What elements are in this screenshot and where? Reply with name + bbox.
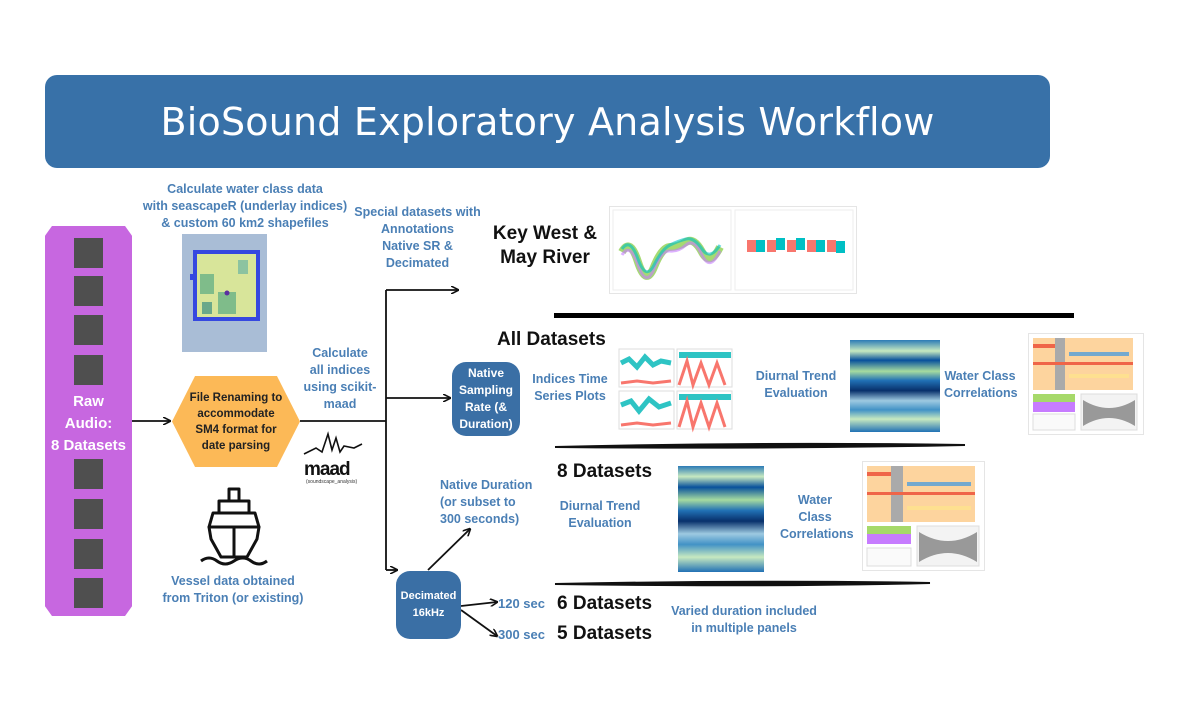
raw-audio-label: Raw Audio: 8 Datasets <box>50 393 127 454</box>
water-class-correlations-label-2: Water Class Correlations <box>780 493 854 541</box>
indices-time-series-label: Indices Time Series Plots <box>532 372 608 403</box>
film-hole <box>74 238 103 268</box>
water-class-correlations-thumbnail-2 <box>862 461 985 571</box>
scatter-boxplot-thumbnail <box>612 209 854 291</box>
maad-logo: maad (soundscape_analysis) <box>302 428 368 485</box>
film-hole <box>74 355 103 385</box>
film-hole <box>74 539 103 569</box>
arrow-to-300 <box>460 609 497 636</box>
special-datasets-text: Special datasets with Annotations Native… <box>354 205 481 270</box>
six-datasets-heading: 6 Datasets <box>557 593 653 614</box>
arrow-to-120 <box>460 602 497 607</box>
decimated-16khz-box: Decimated 16kHz <box>396 571 461 639</box>
arrow-decimated-to-native-duration <box>427 529 470 571</box>
vessel-text: Vessel data obtained from Triton (or exi… <box>162 574 304 605</box>
water-class-correlations-thumbnail-1 <box>1028 333 1144 435</box>
water-class-map <box>182 234 267 352</box>
film-hole <box>74 459 103 489</box>
file-renaming-step: File Renaming to accommodate SM4 format … <box>172 376 300 467</box>
native-sampling-rate-box: Native Sampling Rate (& Duration) <box>452 362 520 436</box>
correlation-grid-thumbnail <box>1032 338 1138 431</box>
label-120-sec: 120 sec <box>498 596 545 611</box>
page-title: BioSound Exploratory Analysis Workflow <box>160 99 935 144</box>
all-datasets-heading: All Datasets <box>497 329 606 350</box>
diurnal-trend-label-1: Diurnal Trend Evaluation <box>755 369 837 400</box>
water-class-correlations-label-1: Water Class Correlations <box>944 369 1018 400</box>
key-west-plots-thumbnail <box>609 206 857 294</box>
eight-datasets-heading: 8 Datasets <box>557 461 653 482</box>
divider-1 <box>554 313 1074 318</box>
diurnal-heatmap-thumbnail-1 <box>850 340 940 432</box>
native-duration-text: Native Duration (or subset to 300 second… <box>440 478 533 526</box>
film-hole <box>74 499 103 529</box>
divider-3 <box>554 580 931 587</box>
film-hole <box>74 578 103 608</box>
divider-2 <box>554 442 966 449</box>
film-hole <box>74 276 103 306</box>
raw-audio-filmstrip: Raw Audio: 8 Datasets <box>45 226 132 616</box>
shapefile-map-icon <box>190 250 260 321</box>
film-hole <box>74 315 103 345</box>
indices-time-series-thumbnail <box>617 341 747 434</box>
varied-duration-text: Varied duration included in multiple pan… <box>671 604 817 635</box>
key-west-heading: Key West & May River <box>492 223 598 268</box>
label-300-sec: 300 sec <box>498 627 545 642</box>
correlation-grid-thumbnail <box>866 466 980 567</box>
time-series-thumbnail <box>618 348 733 433</box>
five-datasets-heading: 5 Datasets <box>557 623 653 644</box>
water-class-text: Calculate water class data with seascape… <box>142 182 348 230</box>
indices-calc-text: Calculate all indices using scikit- maad <box>303 346 377 411</box>
diurnal-heatmap-thumbnail-2 <box>678 466 764 572</box>
title-banner: BioSound Exploratory Analysis Workflow <box>45 75 1050 168</box>
ship-icon <box>199 487 269 569</box>
waveform-icon <box>303 431 363 455</box>
diurnal-trend-label-2: Diurnal Trend Evaluation <box>559 499 641 530</box>
